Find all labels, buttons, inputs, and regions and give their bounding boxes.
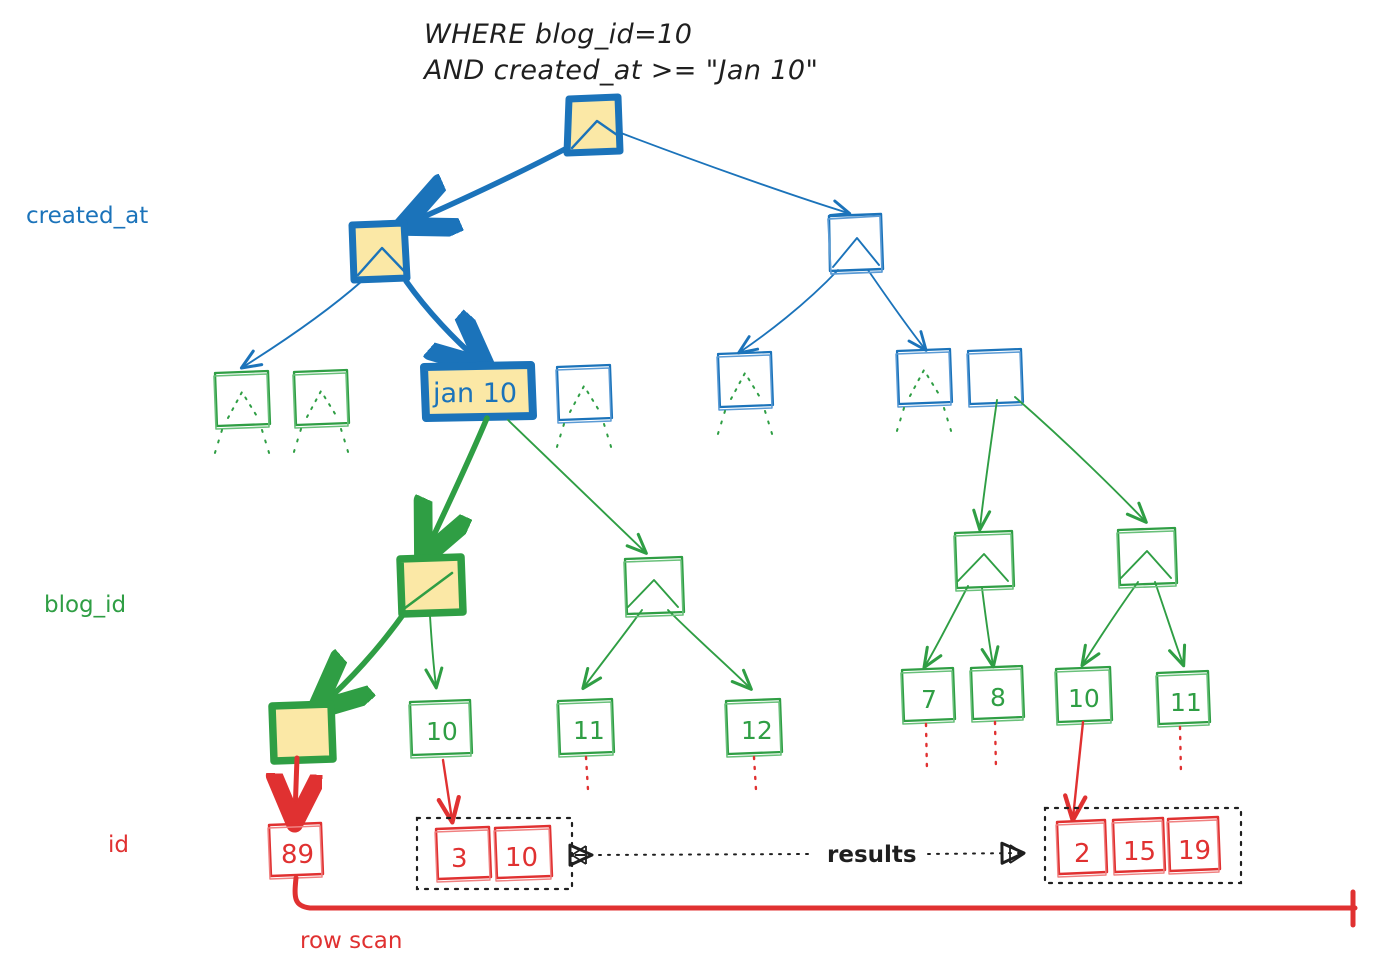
created-at-leaf-jan10[interactable]: jan 10: [420, 361, 537, 422]
blog-id-edges: [324, 396, 1187, 703]
created-at-leaf-g2[interactable]: [292, 368, 351, 456]
results-label: results: [827, 842, 917, 868]
created-at-edges: [239, 132, 928, 367]
id-pointer-arrows: [295, 720, 1088, 820]
id-value: 3: [451, 844, 468, 874]
results-arrowhead-left: [571, 845, 587, 865]
blog-id-inner-4[interactable]: [1116, 526, 1179, 589]
created-at-node-right[interactable]: [827, 212, 885, 275]
id-value: 89: [281, 840, 314, 870]
row-scan-label: row scan: [300, 928, 402, 954]
blog-id-leaf-value: 11: [573, 716, 605, 745]
blog-id-leaf-11b[interactable]: 11: [1155, 669, 1212, 777]
query-title-line2: AND created_at >= "Jan 10": [422, 55, 818, 86]
level-label-blog-id: blog_id: [44, 592, 126, 618]
blog-id-inner-3[interactable]: [953, 529, 1016, 592]
created-at-leaf-b1[interactable]: [555, 363, 614, 451]
level-label-created-at: created_at: [26, 203, 148, 229]
blog-id-leaf-8[interactable]: 8: [969, 664, 1026, 772]
id-value: 10: [505, 843, 538, 873]
blog-id-leaf-12[interactable]: 12: [724, 697, 784, 792]
query-title: WHERE blog_id=10 AND created_at >= "Jan …: [422, 19, 818, 86]
blog-id-leaf-value: 10: [426, 717, 458, 746]
blog-id-leaf-10b[interactable]: 10: [1054, 665, 1114, 726]
jan10-label: jan 10: [432, 378, 517, 409]
created-at-leaf-b4[interactable]: [966, 347, 1025, 408]
id-value: 19: [1178, 836, 1211, 866]
blog-id-leaf-value: 7: [921, 685, 937, 714]
id-value: 2: [1074, 839, 1091, 869]
results-arrowhead-right: [1009, 844, 1025, 864]
results-connector: results: [568, 841, 1026, 868]
blog-id-leaf-11a[interactable]: 11: [556, 697, 616, 792]
blog-id-leaf-value: 12: [741, 716, 773, 745]
results-group-right[interactable]: 2 15 19: [1043, 806, 1243, 885]
query-title-line1: WHERE blog_id=10: [424, 19, 692, 50]
created-at-leaf-b3[interactable]: [895, 347, 954, 435]
id-value: 15: [1123, 837, 1156, 867]
results-group-left[interactable]: 3 10: [415, 816, 574, 891]
blog-id-leaf-value: 8: [990, 683, 1006, 712]
blog-id-inner-highlighted[interactable]: [396, 553, 467, 618]
blog-id-leaf-value: 10: [1068, 684, 1100, 713]
created-at-root-node[interactable]: [563, 93, 624, 157]
created-at-node-left[interactable]: [348, 219, 411, 284]
created-at-leaf-g1[interactable]: [213, 369, 272, 457]
created-at-leaf-b2[interactable]: [716, 350, 775, 438]
blog-id-leaf-10a[interactable]: 10: [408, 698, 474, 759]
blog-id-leaf-7[interactable]: 7: [900, 666, 957, 774]
row-scan-line: [292, 875, 1358, 928]
id-box-89[interactable]: 89: [267, 821, 325, 880]
blog-id-leaf-highlighted[interactable]: [268, 700, 337, 765]
blog-id-inner-2[interactable]: [623, 555, 686, 618]
level-label-id: id: [108, 832, 129, 858]
blog-id-leaf-value: 11: [1170, 688, 1202, 717]
